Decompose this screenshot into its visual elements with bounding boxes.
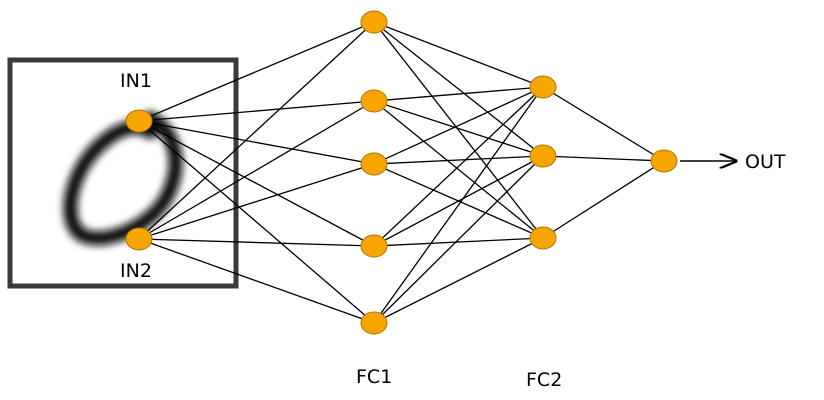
fc1-node-1 <box>361 11 387 33</box>
layer-label-fc2: FC2 <box>526 369 562 391</box>
edge-fc1-4-to-fc2-1 <box>374 87 543 246</box>
fc2-node-2 <box>530 145 556 167</box>
input-label-in1: IN1 <box>120 70 152 92</box>
fc2-node-3 <box>530 227 556 249</box>
edge-fc1-5-to-fc2-3 <box>374 238 543 323</box>
edge-fc2-3-to-out-1 <box>543 161 664 238</box>
edge-fc1-2-to-fc2-2 <box>374 101 543 156</box>
fc1-node-3 <box>361 153 387 175</box>
edge-fc2-1-to-out-1 <box>543 87 664 161</box>
fc2-node-1 <box>530 76 556 98</box>
edge-fc2-2-to-out-1 <box>543 156 664 161</box>
fc1-node-5 <box>361 312 387 334</box>
fc1-node-2 <box>361 90 387 112</box>
input-node-2 <box>126 228 152 250</box>
fc1-node-4 <box>361 235 387 257</box>
out-node-1 <box>651 150 677 172</box>
input-label-in2: IN2 <box>120 260 152 282</box>
edge-fc1-3-to-fc2-2 <box>374 156 543 164</box>
output-label: OUT <box>745 151 786 173</box>
layer-label-fc1: FC1 <box>356 366 392 388</box>
input-node-1 <box>126 110 152 132</box>
